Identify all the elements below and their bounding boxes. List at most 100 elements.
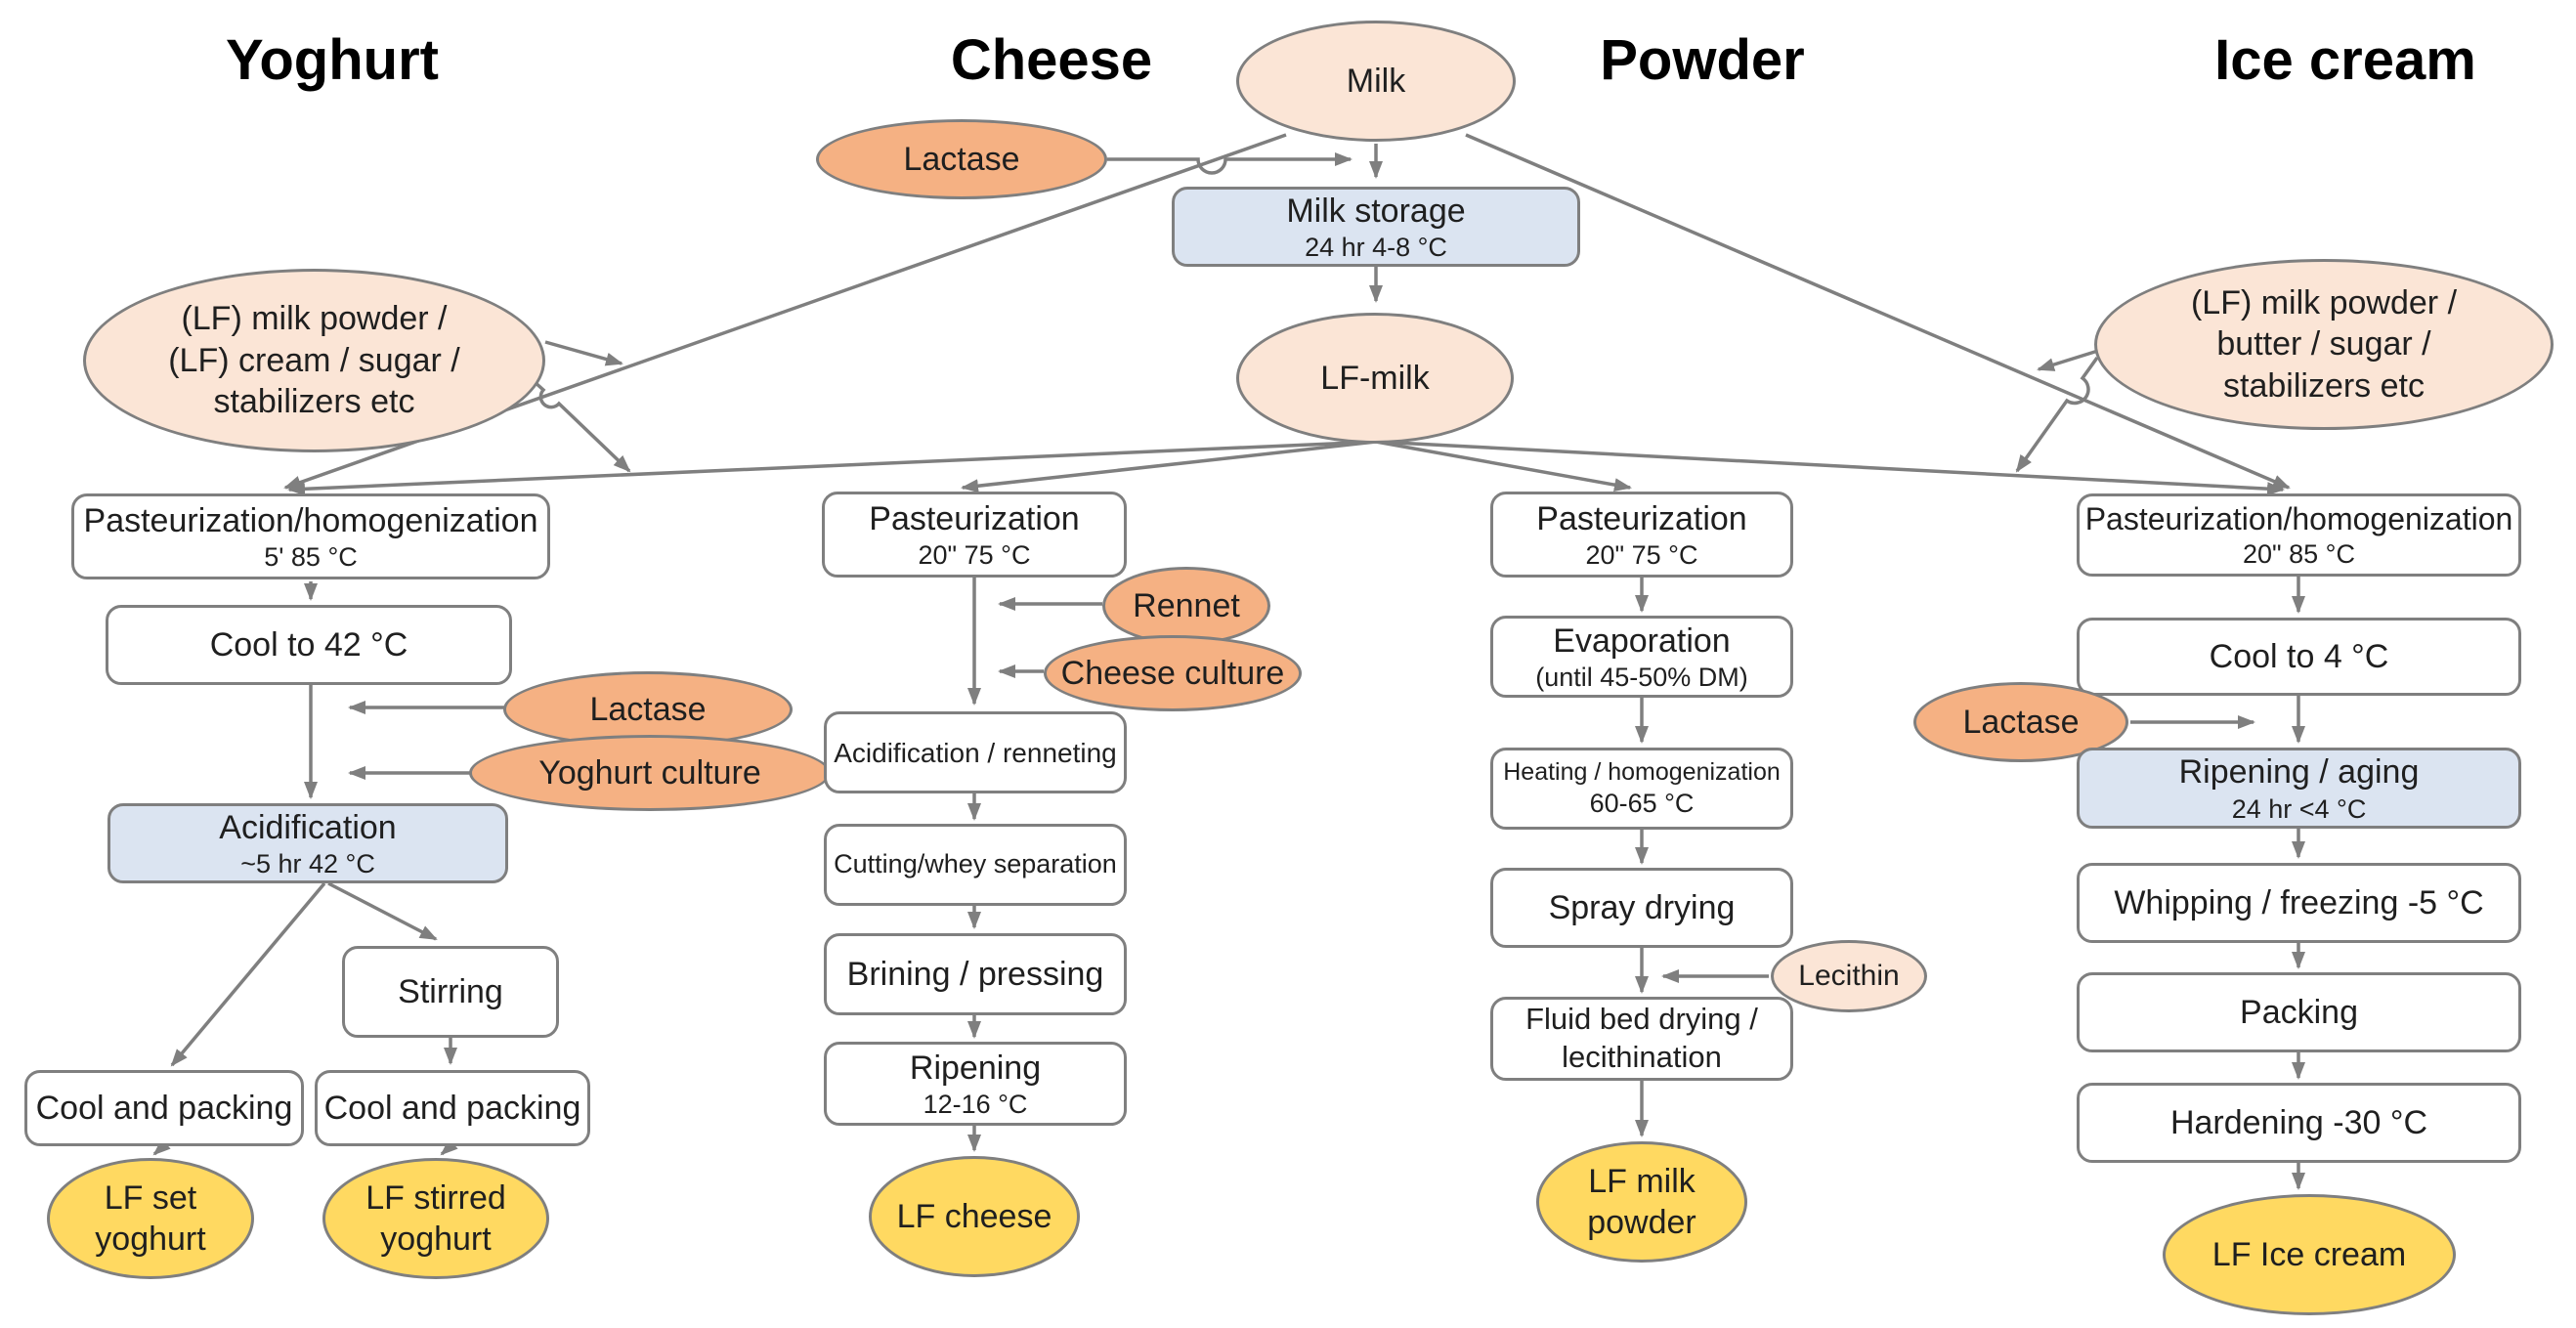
lf-ice-cream-oval: LF Ice cream — [2163, 1194, 2456, 1315]
ice-cream-ingredients-label: (LF) milk powder / butter / sugar / stab… — [2190, 283, 2458, 405]
cheese-acidification-box: Acidification / renneting — [824, 711, 1127, 793]
powder-evaporation-label: Evaporation — [1553, 621, 1731, 660]
cheese-pasteurization-label: Pasteurization — [869, 499, 1080, 537]
arrow-lfmilk-to-yoghurt-pasteurization — [287, 440, 1377, 496]
column-title-powder: Powder — [1600, 28, 1805, 92]
ice-cool-box: Cool to 4 °C — [2077, 618, 2521, 696]
powder-evaporation-box: Evaporation (until 45-50% DM) — [1490, 616, 1793, 698]
ice-packing-box: Packing — [2077, 972, 2521, 1052]
yoghurt-pasteurization-label: Pasteurization/homogenization — [83, 501, 538, 539]
arrow-coolpack-right-to-stirred — [440, 1138, 458, 1156]
arrow-acid-to-coolpack-left — [170, 881, 326, 1067]
yoghurt-stirring-box: Stirring — [342, 946, 559, 1038]
yoghurt-acidification-label: Acidification — [219, 808, 397, 846]
powder-heating-sub: 60-65 °C — [1589, 789, 1695, 819]
yoghurt-culture-oval: Yoghurt culture — [469, 735, 831, 811]
yoghurt-lactase-label: Lactase — [589, 690, 707, 728]
powder-evaporation-sub: (until 45-50% DM) — [1535, 663, 1748, 693]
arrow-lactase-to-milk-line — [1107, 152, 1352, 175]
yoghurt-cool-label: Cool to 42 °C — [209, 625, 408, 664]
lf-milk-oval: LF-milk — [1236, 313, 1514, 444]
powder-pasteurization-sub: 20" 75 °C — [1585, 540, 1698, 571]
yoghurt-cool-box: Cool to 42 °C — [106, 605, 512, 685]
ice-ripening-sub: 24 hr <4 °C — [2231, 793, 2367, 824]
lf-milk-label: LF-milk — [1320, 359, 1430, 397]
yoghurt-cool-packing-left-box: Cool and packing — [24, 1070, 304, 1146]
lf-set-yoghurt-label: LF set yoghurt — [95, 1178, 206, 1259]
ice-pasteurization-sub: 20" 85 °C — [2243, 539, 2355, 570]
ice-pasteurization-box: Pasteurization/homogenization 20" 85 °C — [2077, 493, 2521, 577]
milk-storage-box: Milk storage 24 hr 4-8 °C — [1172, 187, 1580, 267]
yoghurt-culture-label: Yoghurt culture — [538, 753, 761, 792]
arrow-lfmilk-to-powder-pasteurization — [1375, 440, 1632, 493]
arrow-icecream-ingredients-to-milk-line — [2037, 348, 2102, 371]
cheese-culture-label: Cheese culture — [1060, 654, 1285, 692]
ice-packing-label: Packing — [2240, 993, 2358, 1031]
cheese-cutting-box: Cutting/whey separation — [824, 824, 1127, 906]
column-title-ice-cream: Ice cream — [2214, 28, 2476, 92]
ice-lactase-label: Lactase — [1962, 703, 2080, 741]
yoghurt-cool-packing-right-box: Cool and packing — [315, 1070, 590, 1146]
powder-heating-box: Heating / homogenization 60-65 °C — [1490, 748, 1793, 830]
milk-storage-label: Milk storage — [1286, 192, 1466, 230]
ice-cream-ingredients-oval: (LF) milk powder / butter / sugar / stab… — [2094, 259, 2554, 430]
milk-storage-sub: 24 hr 4-8 °C — [1305, 233, 1447, 263]
yoghurt-ingredients-label: (LF) milk powder / (LF) cream / sugar / … — [168, 300, 460, 421]
cheese-brining-label: Brining / pressing — [846, 955, 1104, 993]
ice-ripening-box: Ripening / aging 24 hr <4 °C — [2077, 748, 2521, 829]
cheese-pasteurization-box: Pasteurization 20" 75 °C — [822, 492, 1127, 578]
milk-oval: Milk — [1236, 21, 1516, 142]
column-title-yoghurt: Yoghurt — [226, 28, 439, 92]
cheese-ripening-sub: 12-16 °C — [923, 1090, 1028, 1120]
powder-heating-label: Heating / homogenization — [1503, 758, 1781, 787]
ice-ripening-label: Ripening / aging — [2178, 753, 2420, 792]
powder-pasteurization-label: Pasteurization — [1536, 499, 1747, 537]
rennet-oval: Rennet — [1102, 567, 1270, 645]
arrow-icecream-ingredients-to-lfmilk-line — [2015, 356, 2099, 473]
lf-set-yoghurt-oval: LF set yoghurt — [47, 1158, 254, 1279]
yoghurt-ingredients-oval: (LF) milk powder / (LF) cream / sugar / … — [83, 269, 545, 452]
yoghurt-acidification-sub: ~5 hr 42 °C — [240, 849, 375, 879]
cheese-ripening-label: Ripening — [909, 1049, 1042, 1087]
cheese-cutting-label: Cutting/whey separation — [834, 849, 1117, 879]
cheese-acidification-label: Acidification / renneting — [834, 737, 1117, 768]
ice-whipping-label: Whipping / freezing -5 °C — [2114, 883, 2484, 921]
yoghurt-acidification-box: Acidification ~5 hr 42 °C — [107, 803, 508, 883]
ice-pasteurization-label: Pasteurization/homogenization — [2084, 501, 2513, 537]
lf-cheese-oval: LF cheese — [869, 1156, 1080, 1277]
powder-fluid-bed-label: Fluid bed drying / lecithination — [1525, 1002, 1758, 1074]
yoghurt-pasteurization-sub: 5' 85 °C — [264, 542, 358, 573]
arrow-yoghurt-ingredients-to-milk-line — [544, 340, 623, 366]
lactase-top-label: Lactase — [903, 140, 1020, 178]
lf-stirred-yoghurt-label: LF stirred yoghurt — [365, 1178, 506, 1259]
lf-ice-cream-label: LF Ice cream — [2211, 1235, 2407, 1273]
rennet-label: Rennet — [1133, 586, 1240, 624]
lf-cheese-label: LF cheese — [896, 1197, 1052, 1235]
cheese-ripening-box: Ripening 12-16 °C — [824, 1042, 1127, 1126]
yoghurt-pasteurization-box: Pasteurization/homogenization 5' 85 °C — [71, 493, 550, 579]
column-title-cheese: Cheese — [950, 28, 1153, 92]
arrow-lfmilk-to-cheese-pasteurization — [961, 440, 1377, 493]
powder-spray-drying-label: Spray drying — [1548, 888, 1736, 926]
yoghurt-stirring-label: Stirring — [398, 972, 503, 1010]
arrow-yoghurt-ingredients-to-lfmilk-line — [532, 379, 631, 473]
lecithin-label: Lecithin — [1798, 960, 1900, 993]
lf-milk-powder-label: LF milk powder — [1587, 1162, 1696, 1242]
arrow-acid-to-stirring — [327, 881, 438, 941]
cheese-culture-oval: Cheese culture — [1044, 635, 1302, 711]
powder-spray-drying-box: Spray drying — [1490, 868, 1793, 948]
lf-milk-powder-oval: LF milk powder — [1536, 1141, 1747, 1263]
yoghurt-cool-packing-right-label: Cool and packing — [323, 1089, 581, 1127]
yoghurt-cool-packing-left-label: Cool and packing — [35, 1089, 293, 1127]
arrow-coolpack-left-to-set — [152, 1138, 171, 1156]
ice-hardening-box: Hardening -30 °C — [2077, 1083, 2521, 1163]
arrow-lfmilk-to-icecream-pasteurization — [1375, 440, 2285, 496]
lf-stirred-yoghurt-oval: LF stirred yoghurt — [322, 1158, 549, 1279]
lactase-top-oval: Lactase — [816, 119, 1107, 199]
ice-hardening-label: Hardening -30 °C — [2169, 1103, 2428, 1141]
ice-whipping-box: Whipping / freezing -5 °C — [2077, 863, 2521, 943]
arrow-milk-to-icecream-pasteurization — [1465, 133, 2291, 490]
powder-fluid-bed-box: Fluid bed drying / lecithination — [1490, 997, 1793, 1081]
lecithin-oval: Lecithin — [1771, 940, 1927, 1012]
